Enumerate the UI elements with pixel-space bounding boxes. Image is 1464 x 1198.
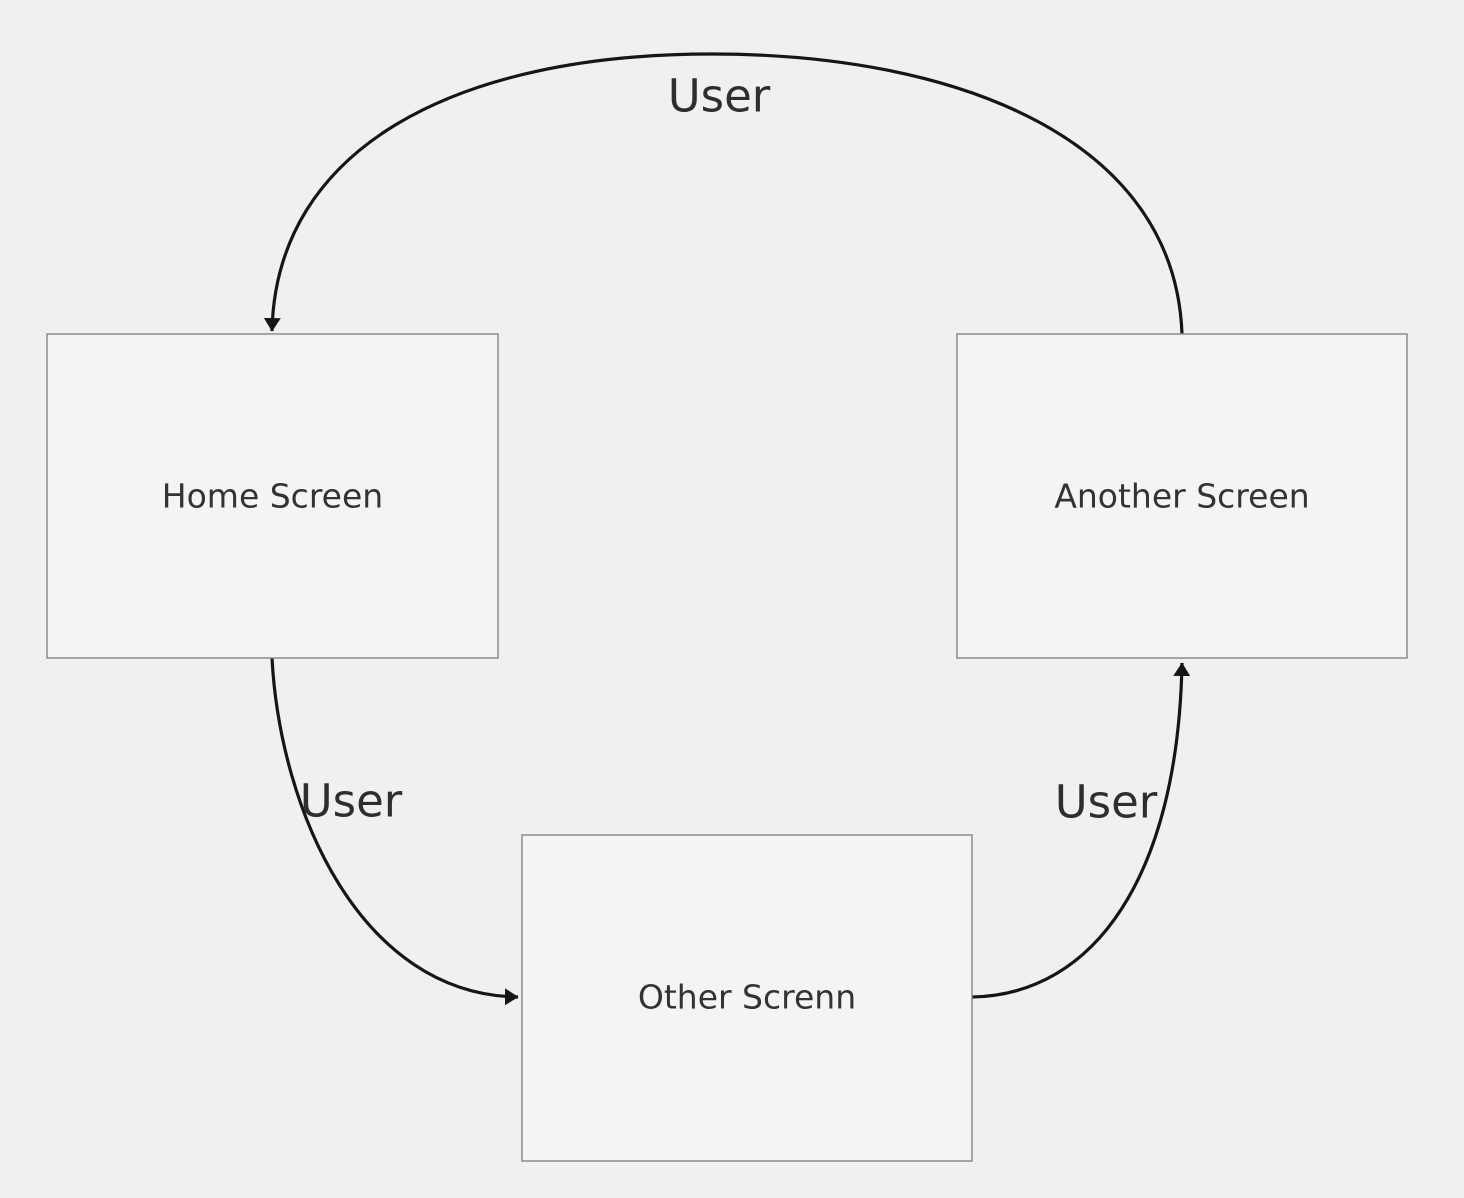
node-home-screen-label: Home Screen: [162, 477, 383, 516]
node-another-screen-label: Another Screen: [1054, 477, 1309, 516]
node-another-screen: Another Screen: [956, 333, 1408, 659]
edge-path-another-to-home: [263, 52, 1184, 335]
node-home-screen: Home Screen: [46, 333, 499, 659]
edge-path-other-to-another: [971, 662, 1191, 999]
edge-label-user-left: User: [300, 775, 403, 828]
edge-home-to-other: User: [270, 657, 519, 1006]
edge-another-to-home: User: [263, 52, 1184, 335]
edge-path-home-to-other: [270, 657, 519, 1006]
edge-label-user-top: User: [668, 70, 771, 123]
edge-other-to-another: User: [971, 662, 1191, 999]
node-other-screen: Other Screnn: [521, 834, 973, 1162]
node-another-screen-box: [956, 333, 1408, 659]
node-home-screen-box: [46, 333, 499, 659]
edge-label-user-right: User: [1055, 776, 1158, 829]
node-other-screen-label: Other Screnn: [638, 978, 856, 1017]
node-other-screen-box: [521, 834, 973, 1162]
